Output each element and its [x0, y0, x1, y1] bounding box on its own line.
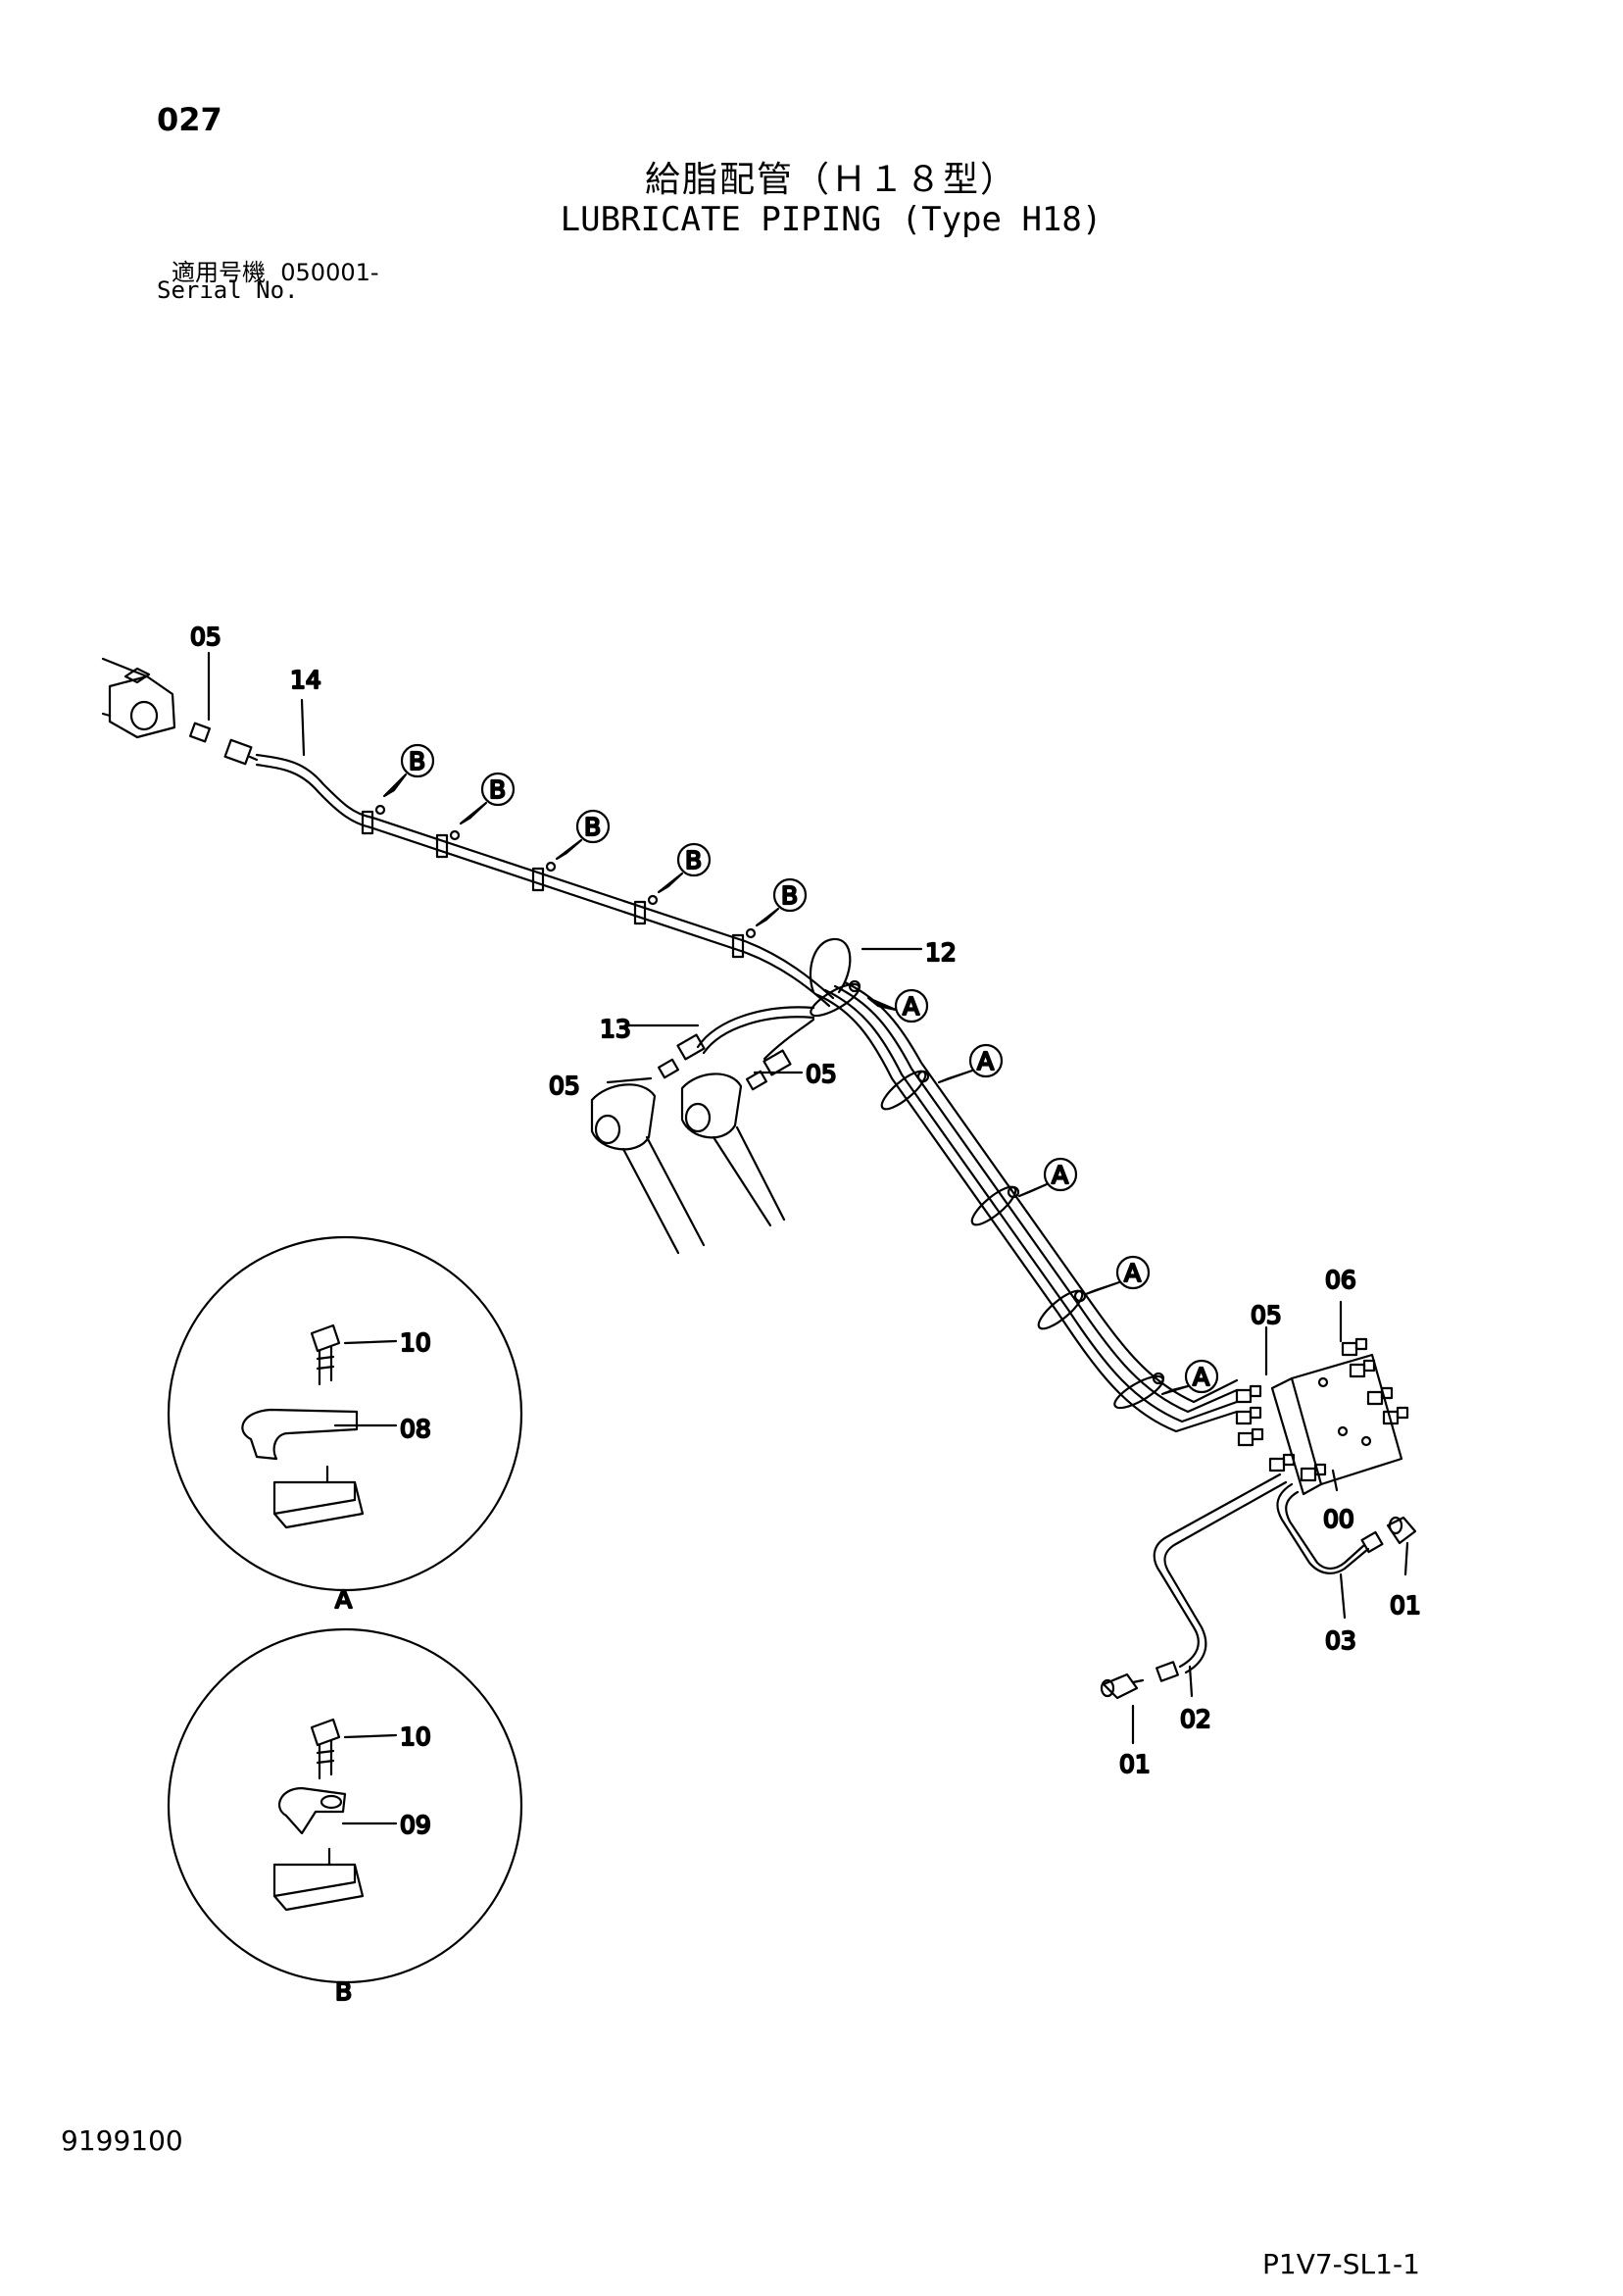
callout-14: 14 [290, 666, 321, 694]
callout-02: 02 [1180, 1705, 1211, 1733]
detail-a [167, 1235, 523, 1592]
manifold-fittings-right [1341, 1337, 1409, 1425]
fittings-13 [606, 1033, 804, 1091]
serial-label-english: Serial No. [157, 276, 299, 304]
callout-05-top: 05 [190, 623, 221, 651]
a-marker-letter: A [903, 992, 919, 1021]
title-english: LUBRICATE PIPING (Type H18) [560, 200, 1103, 239]
b-marker-letter: B [685, 846, 702, 874]
detail-a-callout-10: 10 [400, 1328, 431, 1357]
hose-bundle [813, 980, 1239, 1433]
sheet-code: P1V7-SL1-1 [1262, 2248, 1420, 2280]
callout-05-right: 05 [806, 1060, 837, 1088]
fitting-01-bottom [1100, 1672, 1145, 1745]
pipe-03 [1276, 1482, 1384, 1620]
grease-fitting-top [188, 722, 259, 766]
b-marker-letter: B [489, 775, 506, 804]
callout-05-left: 05 [549, 1072, 580, 1100]
a-marker-letter: A [1124, 1259, 1141, 1287]
b-marker-letter: B [409, 747, 425, 775]
distributor-block [1270, 1353, 1403, 1496]
b-marker-letter: B [781, 881, 798, 910]
callout-05-manifold: 05 [1251, 1301, 1282, 1329]
hose-13 [623, 1006, 815, 1061]
callout-13: 13 [600, 1015, 631, 1043]
boom-pin-bracket [101, 657, 176, 739]
pipe-02 [1153, 1472, 1288, 1682]
callout-06: 06 [1325, 1266, 1356, 1294]
a-marker-letters: A A A A A [902, 991, 1210, 1392]
serial-label-jp-text: 適用号機 [172, 259, 266, 286]
callout-01-bottom: 01 [1119, 1750, 1151, 1778]
a-markers [866, 988, 1219, 1396]
title-japanese: 給脂配管（Ｈ１８型） [644, 160, 1017, 200]
detail-b-callout-10: 10 [400, 1722, 431, 1751]
detail-a-label: A [335, 1585, 352, 1614]
a-marker-letter: A [1193, 1363, 1209, 1391]
clamps-a [810, 979, 1165, 1410]
callout-leaders [207, 651, 1343, 1698]
fitting-01-right [1386, 1516, 1417, 1576]
callout-12: 12 [925, 938, 957, 967]
hose-12-loop [809, 937, 923, 994]
clamps-b [361, 804, 757, 959]
document-number: 9199100 [61, 2124, 183, 2157]
detail-b-label: B [335, 1977, 352, 2006]
page-number: 027 [157, 101, 222, 138]
serial-label-japanese: 適用号機 050001- [172, 253, 379, 287]
manifold-fittings-left [1235, 1384, 1327, 1482]
detail-b-callout-09: 09 [400, 1811, 431, 1839]
b-marker-letters: B B B B B [408, 746, 799, 911]
callout-00: 00 [1323, 1505, 1354, 1533]
detail-a-callout-08: 08 [400, 1415, 431, 1443]
callout-03: 03 [1325, 1626, 1356, 1655]
a-marker-letter: A [977, 1047, 994, 1075]
detail-b [167, 1627, 523, 1984]
callout-01-right: 01 [1390, 1591, 1421, 1620]
hose-14 [255, 753, 835, 1008]
serial-range: 050001- [280, 259, 379, 286]
b-markers [382, 743, 808, 927]
cylinder-rod-left [590, 1083, 706, 1255]
a-marker-letter: A [1052, 1161, 1068, 1189]
cylinder-rod-right [680, 1073, 786, 1227]
b-marker-letter: B [584, 813, 601, 841]
